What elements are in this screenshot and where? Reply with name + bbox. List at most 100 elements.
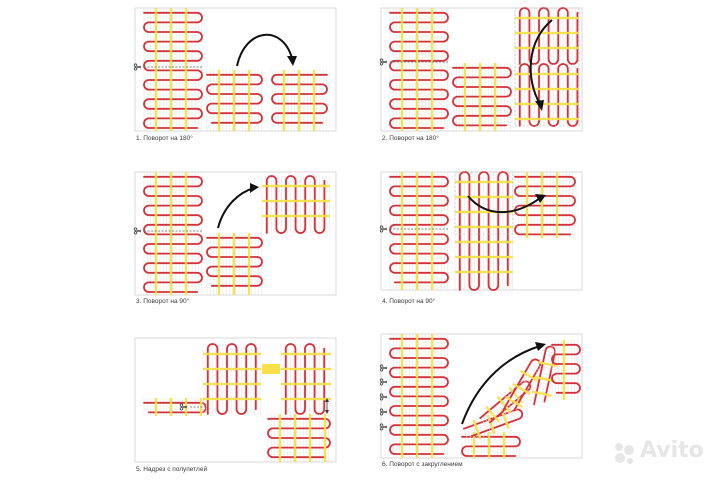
mounting-tape: [184, 398, 188, 416]
mounting-tape: [540, 172, 544, 238]
heating-cable: [143, 401, 207, 414]
arrow-head: [535, 342, 546, 351]
mat-4-vertical: [454, 171, 513, 291]
arrow-head: [535, 194, 546, 203]
mounting-tape: [278, 414, 282, 462]
mounting-tape: [415, 8, 419, 131]
scissors-ring: [133, 231, 138, 235]
scissors-ring: [379, 368, 384, 372]
mat-6-fan-base: [461, 432, 521, 458]
mounting-tape: [515, 16, 579, 20]
heating-cable: [265, 175, 326, 234]
arrow-line: [217, 187, 255, 229]
mat-1-left: [206, 70, 263, 131]
mounting-tape: [203, 352, 261, 356]
scissors-blade: [382, 425, 388, 429]
mounting-tape: [400, 334, 404, 458]
mesh-grid: [280, 344, 330, 414]
mounting-tape: [455, 210, 513, 214]
mounting-tape: [455, 195, 513, 199]
arrow-line: [236, 33, 293, 67]
mesh-grid: [261, 176, 330, 233]
mat-4-source: [389, 172, 449, 290]
mounting-tape: [562, 340, 566, 400]
mat-3-lower: [206, 233, 263, 295]
mounting-tape: [512, 382, 531, 395]
mounting-tape: [502, 432, 506, 458]
mounting-tape: [203, 397, 261, 401]
mounting-tape: [323, 414, 327, 462]
heating-cable: [206, 236, 263, 287]
mounting-tape: [281, 367, 331, 371]
curved-arrow-icon: [236, 33, 297, 67]
mounting-tape: [154, 172, 158, 295]
mesh-grid: [202, 344, 261, 414]
caption-5: 5. Надрез с полупетлей: [136, 466, 208, 473]
mounting-tape: [478, 63, 482, 131]
curved-arrow-icon: [461, 342, 546, 425]
mounting-tape: [534, 375, 555, 383]
panel-5-frame: [134, 337, 337, 463]
mat-5-strip: [143, 398, 207, 416]
scissors-blade: [182, 405, 188, 409]
mounting-tape: [262, 184, 330, 188]
scissors-icon: [179, 403, 188, 411]
mounting-tape: [430, 8, 434, 131]
mounting-tape: [430, 172, 434, 290]
scissors-icon: [379, 423, 388, 431]
mounting-tape: [493, 63, 497, 131]
mounting-tape: [531, 390, 552, 397]
mesh-grid: [514, 8, 580, 64]
scissors-blade: [382, 410, 388, 414]
mat-6-fan-segment: [462, 404, 524, 444]
mounting-tape: [515, 117, 579, 121]
mat-6-source: [389, 334, 449, 458]
measure-head: [325, 398, 329, 402]
heating-cable: [206, 73, 263, 124]
dashed-outline: [514, 7, 580, 127]
heating-cable: [518, 7, 579, 65]
scissors-ring: [179, 403, 184, 407]
scissors-ring: [379, 225, 384, 229]
mounting-tape: [500, 409, 510, 430]
mat-3-vertical: [261, 175, 330, 234]
mounting-tape: [515, 87, 579, 91]
mounting-tape: [504, 395, 524, 408]
mat-5-vertical-left: [202, 343, 261, 415]
caption-1: 1. Поворот на 180°: [136, 135, 193, 142]
mounting-tape: [515, 102, 579, 106]
heating-cable: [271, 73, 328, 124]
mat-2-source: [389, 8, 449, 131]
arrow-head: [250, 183, 259, 193]
mounting-tape: [430, 334, 434, 458]
mounting-tape: [217, 233, 221, 295]
mounting-tape: [154, 398, 158, 416]
scissors-blade: [382, 227, 388, 231]
mounting-tape: [508, 386, 524, 404]
scissors-ring: [379, 408, 384, 412]
panel-2-frame: [380, 7, 583, 132]
heating-cable: [551, 343, 581, 394]
mounting-tape: [496, 396, 512, 414]
caption-3: 3. Поворот на 90°: [136, 298, 190, 305]
scissors-ring: [379, 364, 384, 368]
scissors-ring: [133, 63, 138, 67]
mounting-tape: [486, 414, 496, 435]
mounting-tape: [184, 8, 188, 131]
mat-2-vertical-top: [514, 7, 580, 65]
mounting-tape: [169, 172, 173, 295]
scissors-ring: [379, 378, 384, 382]
panel-6-frame: [380, 333, 583, 459]
scissors-icon: [133, 63, 142, 71]
measure-head: [325, 410, 329, 414]
scissors-blade: [382, 395, 388, 399]
scissors-ring: [379, 382, 384, 386]
watermark: Avito: [640, 438, 704, 463]
mounting-tape: [537, 361, 558, 368]
mounting-tape: [455, 225, 513, 229]
mounting-tape: [485, 405, 501, 423]
scissors-icon: [379, 393, 388, 401]
mounting-tape: [455, 240, 513, 244]
mounting-tape: [203, 382, 261, 386]
scissors-icon: [379, 378, 388, 386]
